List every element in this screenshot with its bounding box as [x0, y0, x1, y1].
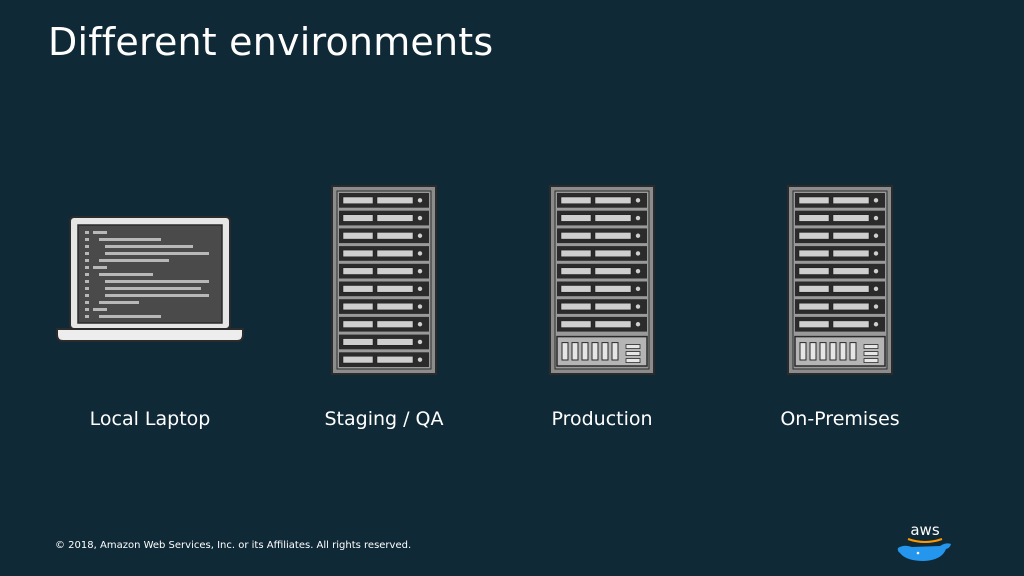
environment-label: Production [551, 408, 653, 430]
server-rack-with-drives-icon [740, 180, 940, 380]
rack-unit [795, 193, 885, 208]
rack-unit [795, 281, 885, 297]
environment-label: Staging / QA [324, 408, 444, 430]
environment-label: On-Premises [780, 408, 900, 430]
rack-unit [557, 316, 647, 332]
aws-docker-logo: aws [894, 520, 956, 564]
laptop-icon [50, 180, 250, 380]
rack-unit [557, 299, 647, 314]
rack-unit [795, 210, 885, 226]
copyright-footer: © 2018, Amazon Web Services, Inc. or its… [55, 540, 412, 551]
environment-on-premises: On-Premises [740, 180, 940, 430]
environment-label: Local Laptop [89, 408, 211, 430]
rack-unit [557, 281, 647, 297]
rack-unit [339, 210, 429, 226]
drive-bay [794, 335, 886, 367]
rack-unit [795, 263, 885, 279]
rack-unit [795, 246, 885, 261]
rack-unit [557, 193, 647, 208]
environment-production: Production [502, 180, 702, 430]
rack-unit [339, 228, 429, 244]
rack-unit [339, 299, 429, 314]
drive-bay [556, 335, 648, 367]
rack-unit [795, 299, 885, 314]
rack-unit [339, 281, 429, 297]
slide-title: Different environments [48, 20, 494, 64]
rack-unit [557, 246, 647, 261]
rack-unit [339, 352, 429, 367]
rack-unit [557, 263, 647, 279]
rack-unit [795, 228, 885, 244]
rack-unit [339, 193, 429, 208]
environment-local-laptop: Local Laptop [50, 180, 250, 430]
rack-unit [339, 246, 429, 261]
rack-unit [795, 316, 885, 332]
rack-unit [339, 316, 429, 332]
rack-unit [557, 210, 647, 226]
rack-unit [339, 263, 429, 279]
environment-staging-qa: Staging / QA [284, 180, 484, 430]
rack-unit [339, 334, 429, 350]
server-rack-with-drives-icon [502, 180, 702, 380]
server-rack-icon [284, 180, 484, 380]
aws-logo-text: aws [910, 521, 939, 539]
rack-unit [557, 228, 647, 244]
